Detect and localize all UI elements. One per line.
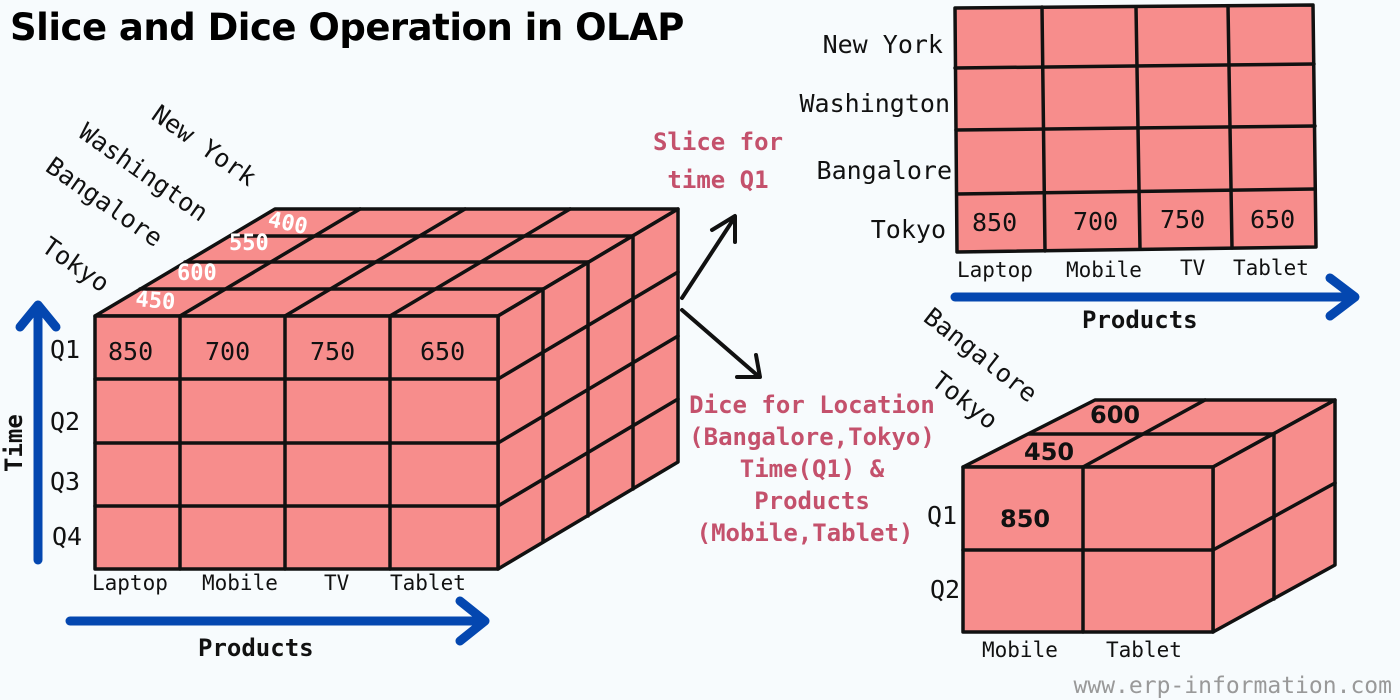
slice-location-label: Bangalore: [817, 156, 952, 185]
slice-value: 750: [1160, 205, 1205, 234]
product-label: Tablet: [390, 571, 466, 595]
top-value: 550: [229, 231, 269, 256]
main-cube: 850 700 750 650 400 550 600 450 Q1 Q2 Q3…: [0, 99, 680, 662]
front-value: 700: [205, 337, 250, 366]
product-label: Mobile: [202, 571, 278, 595]
front-value: 850: [108, 337, 153, 366]
slice-value: 850: [972, 208, 1017, 237]
top-value: 450: [134, 287, 176, 315]
products-axis-label: Products: [198, 634, 314, 662]
time-axis-arrowhead: [15, 300, 61, 332]
dice-label-line: Dice for Location: [689, 391, 935, 419]
dice-label-line: (Bangalore,Tokyo): [689, 423, 935, 451]
dice-top-value: 600: [1090, 401, 1140, 429]
dice-quarter-label: Q2: [930, 575, 960, 604]
slice-product-label: TV: [1180, 256, 1206, 280]
slice-products-axis-label: Products: [1082, 306, 1198, 334]
slice-product-label: Mobile: [1066, 258, 1142, 282]
slice-products-arrowhead: [1325, 273, 1360, 321]
dice-arrowhead: [735, 353, 762, 379]
front-value: 650: [420, 337, 465, 366]
slice-location-label: Tokyo: [871, 215, 946, 244]
quarter-label: Q4: [52, 522, 82, 551]
dice-product-label: Mobile: [982, 638, 1058, 662]
dice-label-line: Time(Q1) &: [740, 455, 885, 483]
page-title: Slice and Dice Operation in OLAP: [10, 6, 684, 49]
slice-label-line: time Q1: [667, 166, 768, 194]
dice-arrow: [680, 308, 759, 377]
slice-value: 650: [1250, 205, 1295, 234]
dice-label-line: (Mobile,Tablet): [697, 519, 914, 547]
location-label: Tokyo: [37, 231, 115, 298]
slice-product-label: Laptop: [957, 258, 1033, 282]
slice-result: 850 700 750 650 New York Washington Bang…: [799, 3, 1360, 334]
front-value: 750: [310, 337, 355, 366]
product-label: TV: [324, 571, 350, 595]
slice-location-label: New York: [823, 30, 943, 59]
dice-quarter-label: Q1: [927, 501, 957, 530]
product-label: Laptop: [92, 571, 168, 595]
products-axis-arrowhead: [455, 596, 490, 646]
dice-front-value: 850: [1000, 505, 1050, 533]
dice-label-line: Products: [754, 487, 870, 515]
quarter-label: Q1: [50, 335, 80, 364]
slice-label-line: Slice for: [653, 128, 783, 156]
slice-product-label: Tablet: [1233, 256, 1309, 280]
slice-location-label: Washington: [799, 89, 950, 118]
slice-arrowhead: [710, 214, 737, 244]
quarter-label: Q3: [50, 467, 80, 496]
time-axis-label: Time: [0, 414, 28, 472]
quarter-label: Q2: [50, 407, 80, 436]
watermark: www.erp-information.com: [1074, 673, 1393, 699]
dice-product-label: Tablet: [1106, 638, 1182, 662]
dice-top-value: 450: [1024, 438, 1074, 466]
operations: Slice for time Q1 Dice for Location (Ban…: [653, 128, 935, 547]
slice-value: 700: [1073, 207, 1118, 236]
slice-arrow: [680, 218, 735, 300]
dice-result-cube: 850 600 450 Bangalore Tokyo Q1 Q2 Mobile…: [918, 302, 1337, 662]
top-value: 600: [177, 261, 217, 286]
